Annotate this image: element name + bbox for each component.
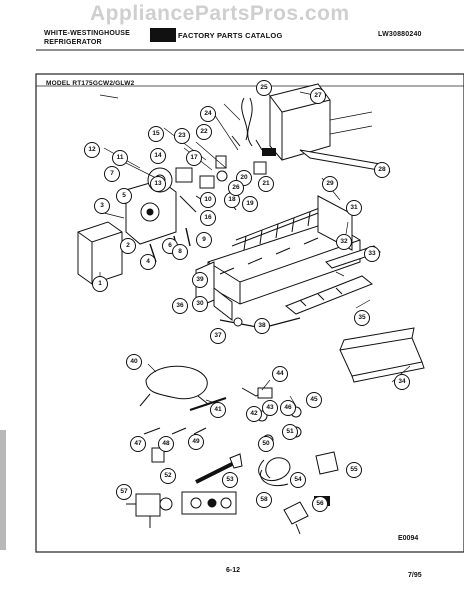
callout-40: 40 bbox=[126, 354, 142, 370]
callout-11: 11 bbox=[112, 150, 128, 166]
callout-48: 48 bbox=[158, 436, 174, 452]
callout-17: 17 bbox=[186, 150, 202, 166]
callout-39: 39 bbox=[192, 272, 208, 288]
callout-44: 44 bbox=[272, 366, 288, 382]
diagram-code: E0094 bbox=[398, 535, 419, 542]
callout-1: 1 bbox=[92, 276, 108, 292]
callout-25: 25 bbox=[256, 80, 272, 96]
brand-line-2: REFRIGERATOR bbox=[44, 39, 102, 46]
ice-maker-cover bbox=[77, 221, 123, 285]
fill-tube bbox=[195, 453, 243, 484]
brand-line-1: WHITE-WESTINGHOUSE bbox=[44, 30, 131, 37]
callout-41: 41 bbox=[210, 402, 226, 418]
callout-57: 57 bbox=[116, 484, 132, 500]
motor-housing bbox=[125, 179, 177, 245]
catalog-title: FACTORY PARTS CATALOG bbox=[178, 31, 283, 40]
callout-2: 2 bbox=[120, 238, 136, 254]
callout-13: 13 bbox=[150, 176, 166, 192]
callout-28: 28 bbox=[374, 162, 390, 178]
callout-37: 37 bbox=[210, 328, 226, 344]
watermark: AppliancePartsPros.com bbox=[90, 2, 350, 25]
callout-7: 7 bbox=[104, 166, 120, 182]
callout-8: 8 bbox=[172, 244, 188, 260]
callout-32: 32 bbox=[336, 234, 352, 250]
brand-logo-block bbox=[150, 28, 176, 42]
callout-56: 56 bbox=[312, 496, 328, 512]
callout-26: 26 bbox=[228, 180, 244, 196]
callout-35: 35 bbox=[354, 310, 370, 326]
callout-30: 30 bbox=[192, 296, 208, 312]
wire-harness bbox=[231, 97, 263, 151]
rod bbox=[189, 396, 227, 412]
page-number: 6-12 bbox=[226, 567, 241, 574]
valve-kit bbox=[181, 491, 237, 515]
callout-53: 53 bbox=[222, 472, 238, 488]
callout-23: 23 bbox=[174, 128, 190, 144]
callout-27: 27 bbox=[310, 88, 326, 104]
compression-fitting bbox=[283, 501, 309, 535]
model-number: MODEL RT175GCW2/GLW2 bbox=[46, 80, 135, 87]
callout-54: 54 bbox=[290, 472, 306, 488]
catalog-number: LW30880240 bbox=[378, 31, 422, 38]
wiring-harness-loop bbox=[139, 365, 209, 407]
callout-50: 50 bbox=[258, 436, 274, 452]
callout-31: 31 bbox=[346, 200, 362, 216]
callout-24: 24 bbox=[200, 106, 216, 122]
callout-14: 14 bbox=[150, 148, 166, 164]
callout-43: 43 bbox=[262, 400, 278, 416]
tubing-bracket bbox=[315, 451, 339, 475]
callout-15: 15 bbox=[148, 126, 164, 142]
callout-29: 29 bbox=[322, 176, 338, 192]
callout-47: 47 bbox=[130, 436, 146, 452]
callout-58: 58 bbox=[256, 492, 272, 508]
callout-9: 9 bbox=[196, 232, 212, 248]
callout-4: 4 bbox=[140, 254, 156, 270]
ice-bucket bbox=[339, 327, 425, 383]
callout-51: 51 bbox=[282, 424, 298, 440]
callout-22: 22 bbox=[196, 124, 212, 140]
diagram-frame bbox=[35, 73, 464, 553]
callout-34: 34 bbox=[394, 374, 410, 390]
callout-21: 21 bbox=[258, 176, 274, 192]
callout-46: 46 bbox=[280, 400, 296, 416]
callout-52: 52 bbox=[160, 468, 176, 484]
callout-3: 3 bbox=[94, 198, 110, 214]
valve-fitting bbox=[151, 447, 165, 463]
callout-10: 10 bbox=[200, 192, 216, 208]
support-arm bbox=[299, 149, 391, 173]
callout-12: 12 bbox=[84, 142, 100, 158]
water-valve bbox=[126, 493, 173, 528]
callout-42: 42 bbox=[246, 406, 262, 422]
callout-19: 19 bbox=[242, 196, 258, 212]
callout-45: 45 bbox=[306, 392, 322, 408]
callout-16: 16 bbox=[200, 210, 216, 226]
binder-edge bbox=[0, 430, 6, 550]
callout-33: 33 bbox=[364, 246, 380, 262]
fill-cup-inlet bbox=[262, 148, 276, 156]
water-tubing-coil bbox=[258, 457, 291, 486]
callout-38: 38 bbox=[254, 318, 270, 334]
callout-49: 49 bbox=[188, 434, 204, 450]
callout-55: 55 bbox=[346, 462, 362, 478]
revision-date: 7/95 bbox=[408, 572, 422, 579]
callout-36: 36 bbox=[172, 298, 188, 314]
callout-5: 5 bbox=[116, 188, 132, 204]
